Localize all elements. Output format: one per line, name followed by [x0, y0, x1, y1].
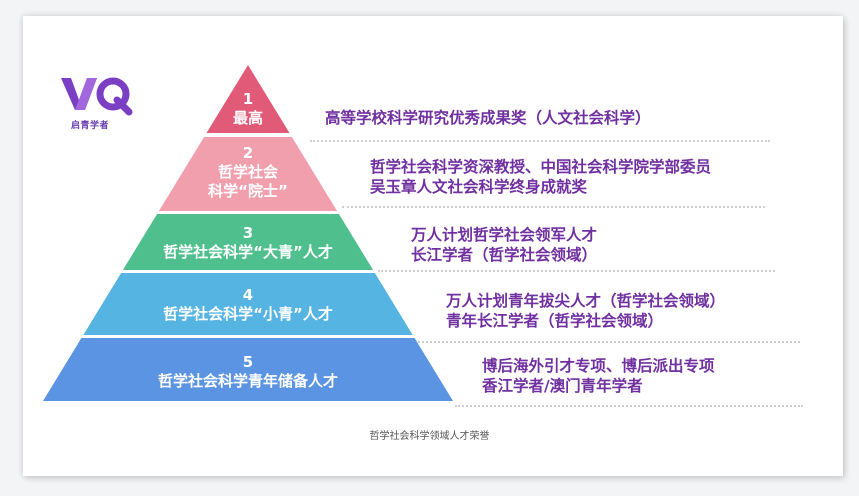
layer-4-label: 4 哲学社会科学“小青”人才: [163, 286, 333, 324]
divider-4: [418, 341, 800, 343]
pyramid-layer-4: [83, 273, 413, 335]
layer-4-description-line-2: 青年长江学者（哲学社会领域）: [446, 312, 664, 330]
layer-5-number: 5: [242, 353, 254, 371]
layer-5-description: 博后海外引才专项、博后派出专项 香江学者/澳门青年学者: [482, 356, 715, 396]
layer-3-description-line-2: 长江学者（哲学社会领域）: [411, 246, 598, 264]
layer-1-title: 最高: [232, 109, 264, 127]
layer-5-description-line-1: 博后海外引才专项、博后派出专项: [482, 357, 715, 375]
pyramid-layer-2: [158, 137, 338, 211]
layer-4-description-line-1: 万人计划青年拔尖人才（哲学社会领域）: [446, 292, 726, 310]
layer-1-description-line-1: 高等学校科学研究优秀成果奖（人文社会科学）: [325, 109, 651, 127]
layer-1-label: 1 最高: [233, 90, 263, 128]
layer-3-description: 万人计划哲学社会领军人才 长江学者（哲学社会领域）: [411, 225, 597, 265]
layer-2-description-line-1: 哲学社会科学资深教授、中国社会科学院学部委员: [370, 158, 712, 176]
layer-3-number: 3: [242, 224, 254, 242]
layer-3-description-line-1: 万人计划哲学社会领军人才: [411, 226, 598, 244]
wq-logo-icon: [61, 77, 133, 116]
layer-1-number: 1: [242, 90, 254, 108]
layer-2-description: 哲学社会科学资深教授、中国社会科学院学部委员 吴玉章人文社会科学终身成就奖: [370, 157, 711, 197]
divider-1: [310, 140, 770, 142]
layer-5-description-line-2: 香江学者/澳门青年学者: [482, 377, 643, 395]
layer-4-number: 4: [242, 286, 254, 304]
logo-caption: 启青学者: [70, 121, 109, 131]
layer-5-label: 5 哲学社会科学青年储备人才: [158, 353, 338, 391]
layer-2-label: 2 哲学社会 科学“院士”: [208, 144, 288, 201]
divider-5: [455, 405, 803, 407]
layer-2-title-line-2: 科学“院士”: [208, 182, 288, 200]
pyramid-layer-1: [206, 65, 290, 133]
layer-4-title: 哲学社会科学“小青”人才: [163, 305, 333, 323]
divider-2: [342, 206, 765, 208]
layer-2-title-line-1: 哲学社会: [217, 163, 278, 181]
layer-1-description: 高等学校科学研究优秀成果奖（人文社会科学）: [325, 108, 651, 128]
layer-3-title: 哲学社会科学“大青”人才: [163, 243, 333, 261]
figure-caption: 哲学社会科学领域人才荣誉: [369, 431, 490, 442]
layer-4-description: 万人计划青年拔尖人才（哲学社会领域） 青年长江学者（哲学社会领域）: [446, 291, 725, 331]
layer-3-label: 3 哲学社会科学“大青”人才: [163, 224, 333, 262]
layer-5-title: 哲学社会科学青年储备人才: [157, 372, 339, 390]
pyramid-layer-5: [43, 338, 453, 401]
layer-2-description-line-2: 吴玉章人文社会科学终身成就奖: [370, 178, 588, 196]
divider-3: [378, 270, 775, 272]
pyramid-layer-3: [122, 214, 374, 270]
layer-2-number: 2: [242, 144, 254, 162]
